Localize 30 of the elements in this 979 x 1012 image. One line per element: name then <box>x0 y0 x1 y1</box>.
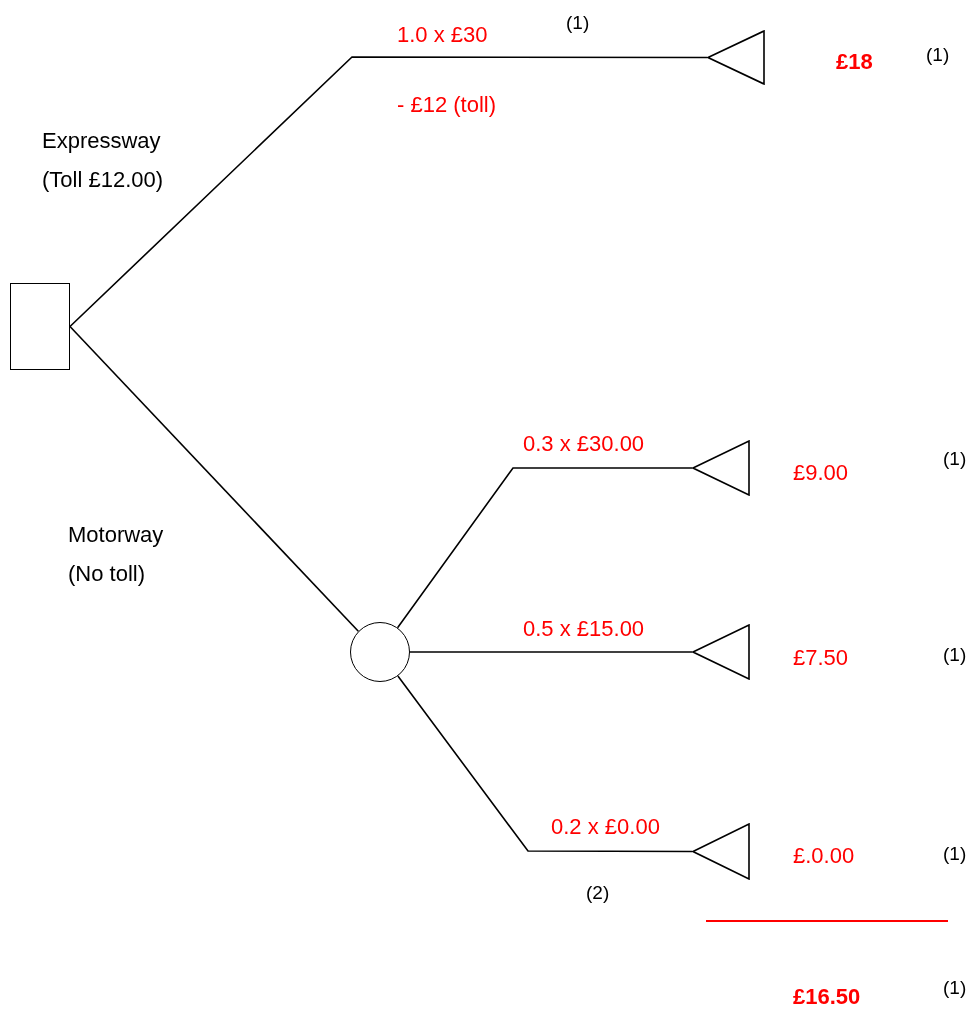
payoff-value: £9.00 <box>793 460 849 486</box>
branch-line <box>69 325 360 633</box>
chance-circle <box>350 622 410 682</box>
mark-count: (2) <box>586 882 610 904</box>
edge-label: Motorway (No toll) <box>68 521 165 588</box>
mark-count: (1) <box>943 644 967 666</box>
terminal-triangle <box>692 823 750 880</box>
calculation-text: - £12 (toll) <box>397 92 497 118</box>
terminal-triangle <box>707 30 765 85</box>
edge-label: 0.2 x £0.00 <box>551 814 660 840</box>
edge-label: 0.3 x £30.00 <box>523 431 645 457</box>
payoff-value: £7.50 <box>793 645 849 671</box>
payoff-value: £18 <box>836 49 873 75</box>
mark-count: (1) <box>943 977 967 999</box>
payoff-value: £.0.00 <box>793 843 855 869</box>
edge-label: Expressway (Toll £12.00) <box>42 127 165 194</box>
branch-line <box>69 56 708 328</box>
mark-count: (1) <box>943 448 967 470</box>
branch-line <box>409 651 693 653</box>
edge-label: 0.5 x £15.00 <box>523 616 645 642</box>
mark-count: (1) <box>926 44 950 66</box>
mark-count: (1) <box>943 843 967 865</box>
decision-box <box>10 283 70 370</box>
branch-line <box>396 467 693 629</box>
calculation-text: 1.0 x £30 <box>397 22 488 48</box>
branch-line <box>397 675 693 853</box>
mark-count: (1) <box>566 12 590 34</box>
terminal-triangle <box>692 440 750 496</box>
total-value: £16.50 <box>793 984 861 1010</box>
terminal-triangle <box>692 624 750 680</box>
